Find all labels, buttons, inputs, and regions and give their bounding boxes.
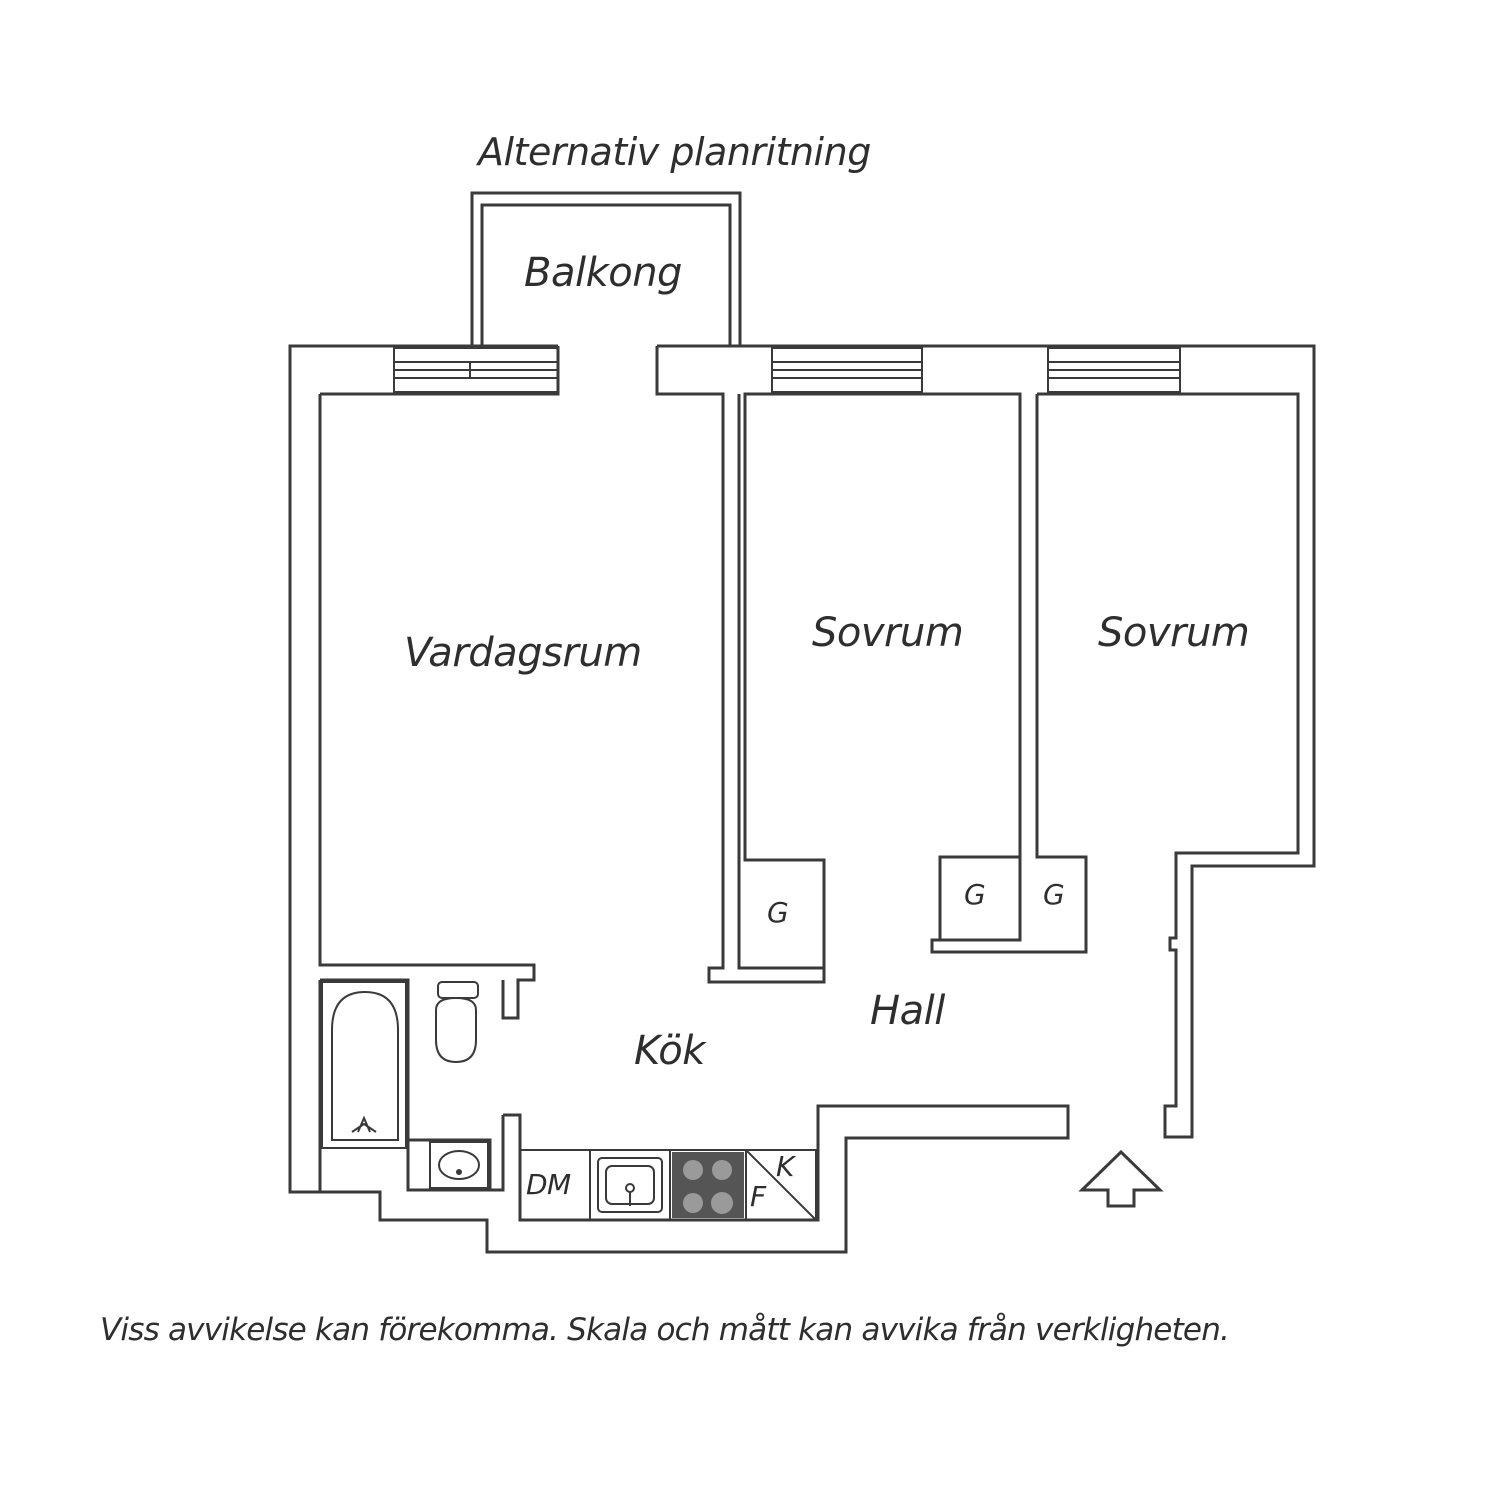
window-bedroom-2 <box>1047 347 1181 393</box>
entrance-arrow-icon <box>1078 1149 1164 1208</box>
disclaimer-text: Viss avvikelse kan förekomma. Skala och … <box>100 1312 1230 1348</box>
dishwasher-label: DM <box>526 1168 571 1201</box>
room-label-balkong: Balkong <box>524 250 682 296</box>
wardrobe-label-3: G <box>1043 878 1065 911</box>
room-label-hall: Hall <box>870 988 945 1034</box>
fridge-label: K <box>776 1150 794 1183</box>
bathtub-icon <box>321 981 407 1149</box>
plan-title: Alternativ planritning <box>478 130 871 174</box>
room-label-vardagsrum: Vardagsrum <box>404 630 642 676</box>
outer-walls <box>288 344 1316 1254</box>
toilet-icon <box>435 981 479 1064</box>
room-label-sovrum-1: Sovrum <box>812 610 964 656</box>
sink-icon <box>597 1157 663 1213</box>
washbasin-icon <box>429 1141 489 1189</box>
balcony <box>470 191 742 345</box>
stove-icon <box>672 1152 744 1218</box>
freezer-label: F <box>750 1180 766 1213</box>
fridge-freezer <box>745 1149 817 1221</box>
wardrobe-label-1: G <box>767 896 789 929</box>
kitchen-counter <box>519 1149 817 1221</box>
room-label-sovrum-2: Sovrum <box>1098 610 1250 656</box>
window-living-room <box>393 347 559 393</box>
wardrobe-label-2: G <box>964 878 986 911</box>
window-bedroom-1 <box>771 347 923 393</box>
room-label-kok: Kök <box>634 1028 705 1074</box>
